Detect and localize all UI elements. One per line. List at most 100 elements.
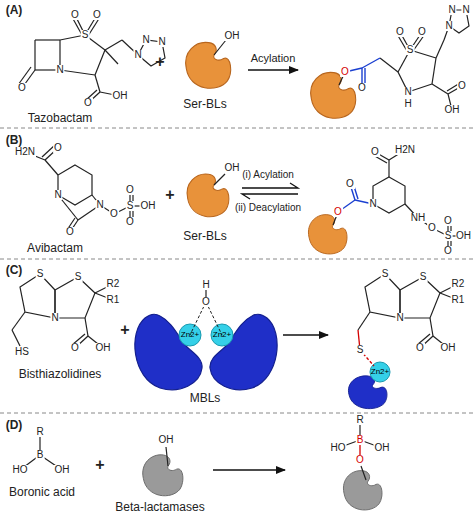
enzyme-ser xyxy=(186,42,356,254)
compound-name: Ser-BLs xyxy=(183,98,226,110)
panel-letter: (A) xyxy=(6,4,23,16)
atom-label: O xyxy=(333,207,343,217)
atom-label: HO xyxy=(12,465,29,475)
enzyme-ser xyxy=(186,42,231,88)
atom-label: O xyxy=(340,67,350,77)
panel-separator xyxy=(0,413,474,414)
atom-label: O xyxy=(201,297,211,307)
atom-label: OH xyxy=(444,105,461,115)
zinc-ion xyxy=(179,324,201,346)
atom-label: O xyxy=(125,185,135,195)
atom-label: N xyxy=(444,21,453,31)
enzyme-mbl xyxy=(135,314,387,408)
atom-label: OH xyxy=(112,91,129,101)
bond xyxy=(20,274,55,318)
bond xyxy=(214,40,226,55)
atom-label: N xyxy=(95,200,104,210)
bond xyxy=(430,318,433,336)
atom-label: OH xyxy=(224,163,241,173)
atom-label: O xyxy=(395,27,405,37)
atom-label: N xyxy=(141,35,150,45)
reaction-arrow xyxy=(213,469,285,470)
atom-label: N xyxy=(403,87,412,97)
bond xyxy=(432,58,436,84)
atom-label: O xyxy=(355,455,365,465)
atom-label: R1 xyxy=(106,295,121,305)
reaction-label: (i) Acylation xyxy=(242,170,294,180)
zinc-ion xyxy=(211,324,233,346)
bond xyxy=(12,330,20,346)
panel-separator xyxy=(0,128,474,129)
atom-label: H xyxy=(403,99,412,109)
enzyme-mbl xyxy=(135,314,202,390)
atom-label: O xyxy=(17,83,27,93)
reaction-arrow xyxy=(242,194,298,199)
bond xyxy=(373,177,405,213)
atom-label: O xyxy=(357,83,367,93)
atom-label: R2 xyxy=(106,279,121,289)
bond xyxy=(365,274,400,318)
atom-label: N xyxy=(53,190,62,200)
atom-label: R1 xyxy=(451,295,466,305)
atom-label: OH xyxy=(140,201,157,211)
atom-label: N xyxy=(368,199,377,209)
bond xyxy=(12,312,25,330)
atom-label: O xyxy=(70,10,80,20)
atom-label: OH xyxy=(158,435,175,445)
panel-separator xyxy=(0,259,474,260)
atom-label: OH xyxy=(455,231,472,241)
compound-name: MBLs xyxy=(190,392,221,404)
bond xyxy=(380,58,398,72)
atom-label: HS xyxy=(14,347,30,357)
atom-label: O xyxy=(443,246,453,256)
reaction-label: (ii) Deacylation xyxy=(235,203,301,213)
zinc-ion-label: Zn2+ xyxy=(371,368,389,376)
atom-label: O xyxy=(370,147,380,157)
bond xyxy=(35,39,60,40)
reaction-arrow xyxy=(213,70,328,470)
atom-label: N xyxy=(133,50,142,60)
atom-label: H2N xyxy=(394,145,416,155)
compound-name: Bisthiazolidines xyxy=(19,368,102,380)
atom-label: S xyxy=(419,272,428,282)
atom-label: O xyxy=(345,179,355,189)
atom-label: N xyxy=(55,65,64,75)
compound-name: Ser-BLs xyxy=(183,230,226,242)
atom-label: S xyxy=(81,30,90,40)
bond xyxy=(400,277,440,318)
bond xyxy=(214,174,225,185)
atom-label: O xyxy=(65,227,75,237)
atom-label: S xyxy=(381,269,390,279)
atom-label: O xyxy=(417,27,427,37)
atom-label: O xyxy=(70,343,80,353)
atom-label: S xyxy=(444,231,453,241)
bond xyxy=(95,50,105,75)
atom-label: NH xyxy=(410,213,426,223)
atom-label: O xyxy=(427,223,437,233)
enzyme-mbl xyxy=(210,314,277,390)
atom-label: H xyxy=(201,280,210,290)
atom-label: N xyxy=(395,313,404,323)
bond xyxy=(432,84,448,94)
zinc-ion-label: Zn2+ xyxy=(213,331,231,339)
atom-label: OH xyxy=(440,343,457,353)
atom-label: B xyxy=(356,435,365,445)
atom-label: S xyxy=(126,201,135,211)
bond xyxy=(95,75,100,92)
atom-label: S xyxy=(356,345,365,355)
atom-label: OH xyxy=(224,31,241,41)
atom-label: N xyxy=(157,37,166,47)
atom-label: O xyxy=(443,216,453,226)
reaction-label: Acylation xyxy=(251,53,296,64)
new-bond xyxy=(338,58,380,212)
compound-name: Avibactam xyxy=(27,242,83,254)
enzyme-ser xyxy=(311,72,356,118)
atom-label: O xyxy=(457,81,467,91)
bond xyxy=(45,160,58,175)
atom-label: R xyxy=(35,427,44,437)
compound-name: Tazobactam xyxy=(28,112,93,124)
atom-label: N xyxy=(461,5,470,15)
atom-label: O xyxy=(53,143,63,153)
bond xyxy=(105,40,122,50)
